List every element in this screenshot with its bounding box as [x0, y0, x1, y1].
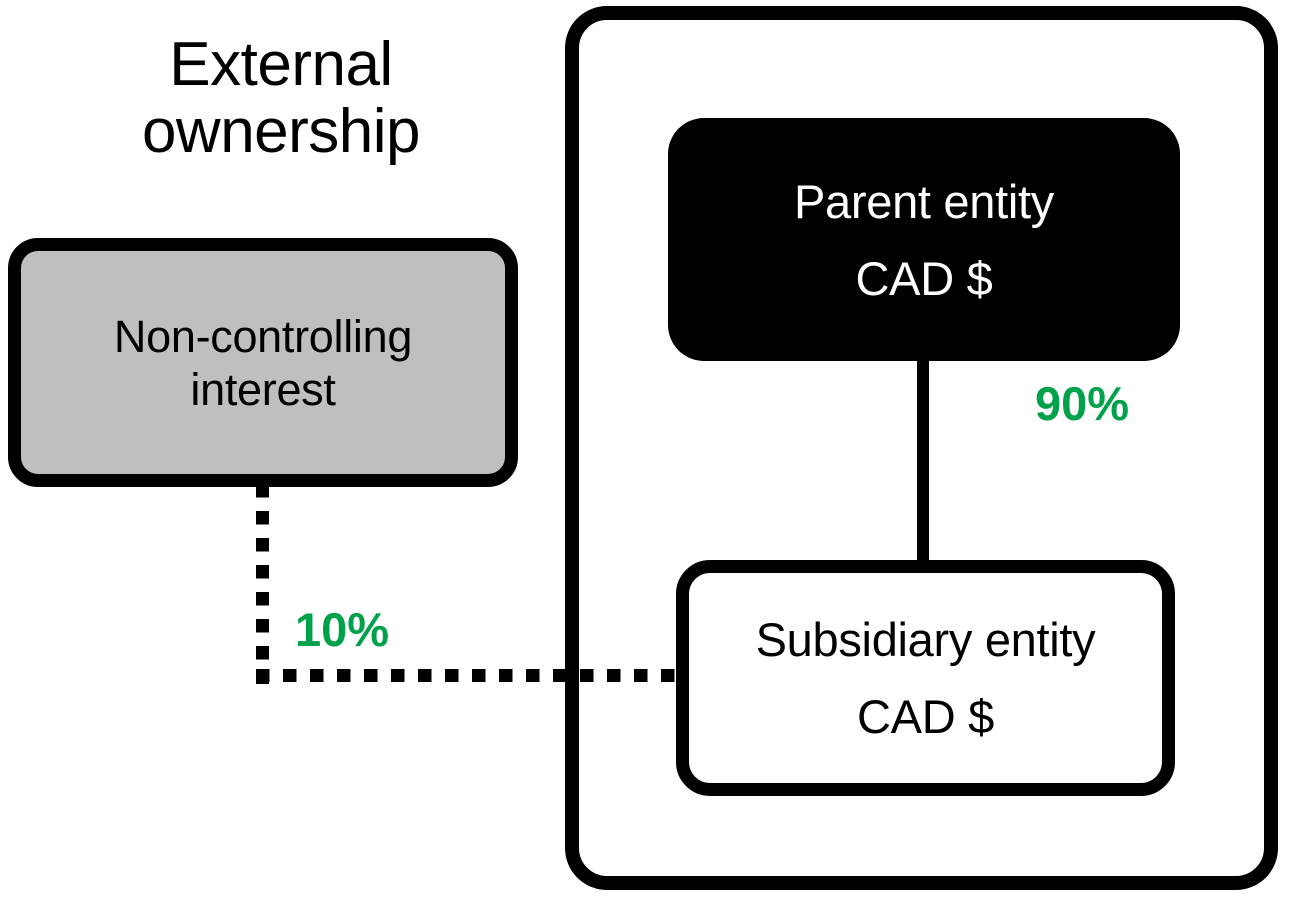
ownership-label-10-percent: 10%: [295, 603, 390, 656]
subsidiary-label-line1: Subsidiary entity: [755, 613, 1096, 666]
nci-label-line2: interest: [190, 363, 336, 415]
edge-parent-to-subsidiary: [917, 358, 929, 564]
subsidiary-label-line2: CAD $: [857, 690, 994, 743]
node-non-controlling-interest[interactable]: Non-controlling interest: [8, 238, 518, 487]
parent-label-line2: CAD $: [855, 251, 993, 305]
node-subsidiary-entity[interactable]: Subsidiary entity CAD $: [676, 560, 1175, 796]
node-parent-entity[interactable]: Parent entity CAD $: [668, 118, 1180, 361]
ownership-label-90-percent: 90%: [1035, 377, 1130, 430]
parent-label-line1: Parent entity: [794, 174, 1054, 228]
edge-nci-to-subsidiary-vertical: [256, 484, 269, 684]
external-ownership-heading: External ownership: [141, 30, 421, 166]
edge-nci-to-subsidiary-horizontal: [256, 669, 686, 682]
nci-label-line1: Non-controlling: [113, 310, 413, 362]
